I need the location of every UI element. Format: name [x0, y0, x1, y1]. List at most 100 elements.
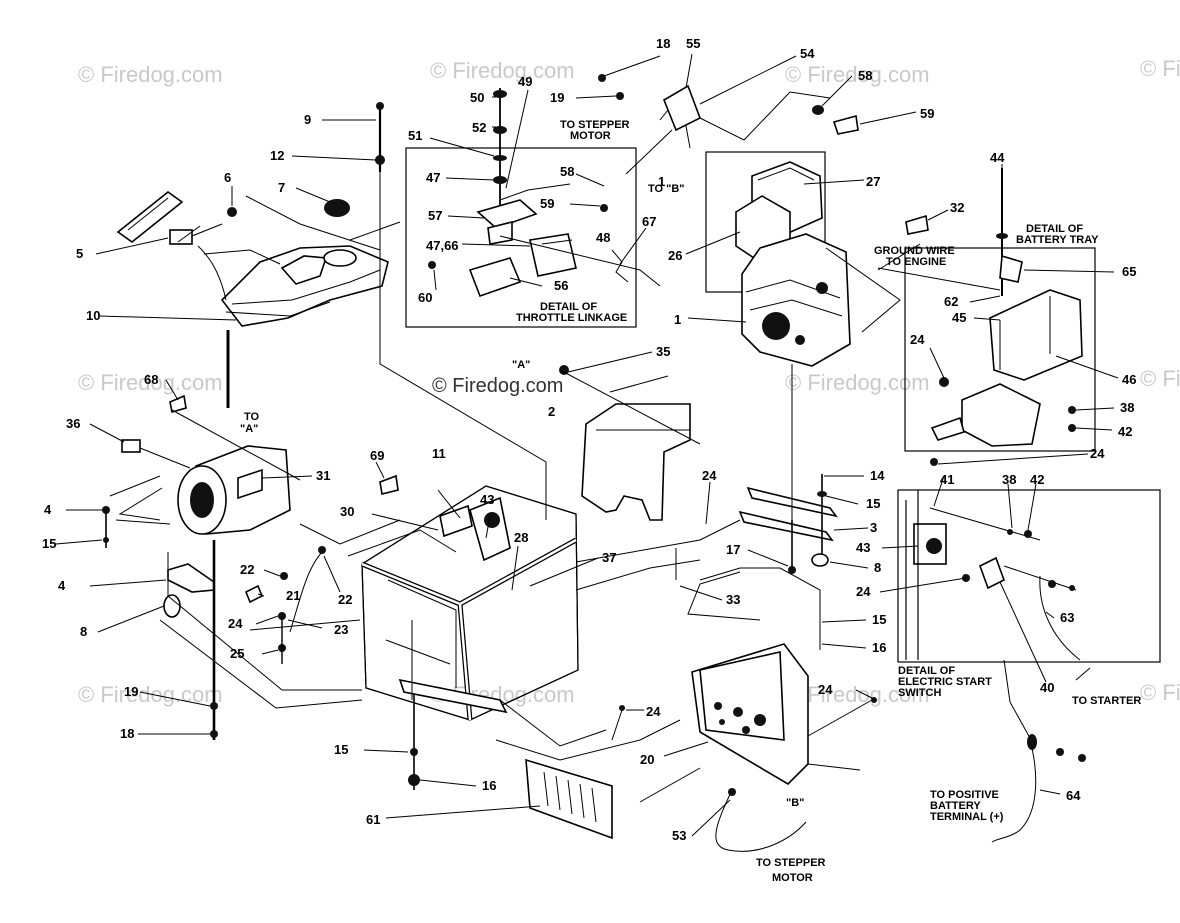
decal-32	[905, 214, 929, 235]
callout: 68	[144, 372, 158, 387]
callout: 14	[870, 468, 885, 483]
callout-numbers: 1 1 2 3 4 4 5 6 7 8 8 9 10 11 12 14 15 1…	[42, 36, 1136, 843]
callout: 24	[646, 704, 661, 719]
watermark: © Firedog.com	[1140, 680, 1180, 705]
callout: 19	[124, 684, 138, 699]
callout: 11	[432, 446, 446, 461]
callout: 55	[686, 36, 700, 51]
callout: 52	[472, 120, 486, 135]
callout: 10	[86, 308, 100, 323]
callout: 15	[42, 536, 56, 551]
callout: 51	[408, 128, 422, 143]
callout: 24	[228, 616, 243, 631]
note-to-stepper-motor-bottom: TO STEPPER	[756, 857, 826, 869]
callout: 24	[818, 682, 833, 697]
callout: 18	[120, 726, 134, 741]
callout: 22	[240, 562, 254, 577]
callout: 65	[1122, 264, 1136, 279]
callout: 2	[548, 404, 555, 419]
callout: 58	[560, 164, 574, 179]
bolt-4-15	[102, 506, 110, 548]
washer-15	[410, 748, 418, 756]
fuel-cap	[324, 199, 350, 217]
throttle-linkage-detail-box	[405, 147, 637, 328]
callout: 36	[66, 416, 80, 431]
callout: 56	[554, 278, 568, 293]
center-watermark: © Firedog.com	[432, 375, 563, 397]
callout: 16	[872, 640, 886, 655]
watermark-layer: © Firedog.com © Firedog.com © Firedog.co…	[78, 56, 1180, 707]
callout: 15	[866, 496, 880, 511]
callout: 35	[656, 344, 670, 359]
callout: 31	[316, 468, 330, 483]
note-a-top: "A"	[512, 359, 530, 371]
callout: 57	[428, 208, 442, 223]
note-labels: TO STEPPER MOTOR TO "B" DETAIL OF THROTT…	[240, 119, 1141, 884]
watermark: © Firedog.com	[78, 62, 223, 87]
note-b-bottom: "B"	[786, 797, 804, 809]
engine	[735, 161, 851, 367]
battery-tray	[877, 168, 1083, 466]
callout: 64	[1066, 788, 1081, 803]
callout: 69	[370, 448, 384, 463]
callout: 24	[702, 468, 717, 483]
callout: 26	[668, 248, 682, 263]
bracket-4	[167, 563, 215, 593]
note-to-positive: TERMINAL (+)	[930, 811, 1004, 823]
note-ground-wire: TO ENGINE	[886, 256, 946, 268]
callout: 3	[870, 520, 877, 535]
callout: 49	[518, 74, 532, 89]
callout: 67	[642, 214, 656, 229]
callout: 30	[340, 504, 354, 519]
callout: 58	[858, 68, 872, 83]
fastener-6	[227, 207, 237, 217]
callout: 50	[470, 90, 484, 105]
note-detail-battery: BATTERY TRAY	[1016, 234, 1099, 246]
callout: 5	[76, 246, 83, 261]
battery-cable-64	[991, 659, 1086, 843]
vent-cover-61	[525, 705, 625, 840]
battery-tray-detail-box	[904, 247, 1096, 452]
cable-53	[715, 789, 807, 852]
tag-36	[121, 439, 141, 453]
cable-53-end	[728, 788, 736, 796]
callout: 27	[866, 174, 880, 189]
callout: 6	[224, 170, 231, 185]
note-to-positive: TO POSITIVE	[930, 789, 999, 801]
callout: 59	[920, 106, 934, 121]
callout: 47	[426, 170, 440, 185]
callout: 17	[726, 542, 740, 557]
note-detail-throttle: DETAIL OF	[540, 301, 597, 313]
watermark: © Firedog.com	[430, 58, 575, 83]
note-detail-battery: DETAIL OF	[1026, 223, 1083, 235]
callout: 41	[940, 472, 954, 487]
callout: 33	[726, 592, 740, 607]
alternator-31	[109, 445, 291, 535]
callout: 43	[480, 492, 494, 507]
callout: 21	[286, 588, 300, 603]
callout: 63	[1060, 610, 1074, 625]
leader-lines	[55, 53, 1119, 837]
ground-strap	[244, 546, 326, 664]
callout: 48	[596, 230, 610, 245]
callout: 15	[872, 612, 886, 627]
callout: 53	[672, 828, 686, 843]
callout: 37	[602, 550, 616, 565]
callout: 9	[304, 112, 311, 127]
watermark: © Firedog.com	[78, 370, 223, 395]
fuel-valve	[116, 190, 227, 301]
callout: 38	[1120, 400, 1134, 415]
switch-55	[598, 74, 831, 175]
callout: 42	[1030, 472, 1044, 487]
callout: 23	[334, 622, 348, 637]
callout: 7	[278, 180, 285, 195]
callout: 18	[656, 36, 670, 51]
note-to-stepper-motor-top: MOTOR	[570, 130, 611, 142]
nut-16	[408, 774, 420, 786]
callout: 54	[800, 46, 815, 61]
isolator-8	[163, 594, 181, 618]
note-to-b-top: TO "B"	[648, 183, 685, 195]
decal-69	[379, 474, 399, 495]
callout: 45	[952, 310, 966, 325]
